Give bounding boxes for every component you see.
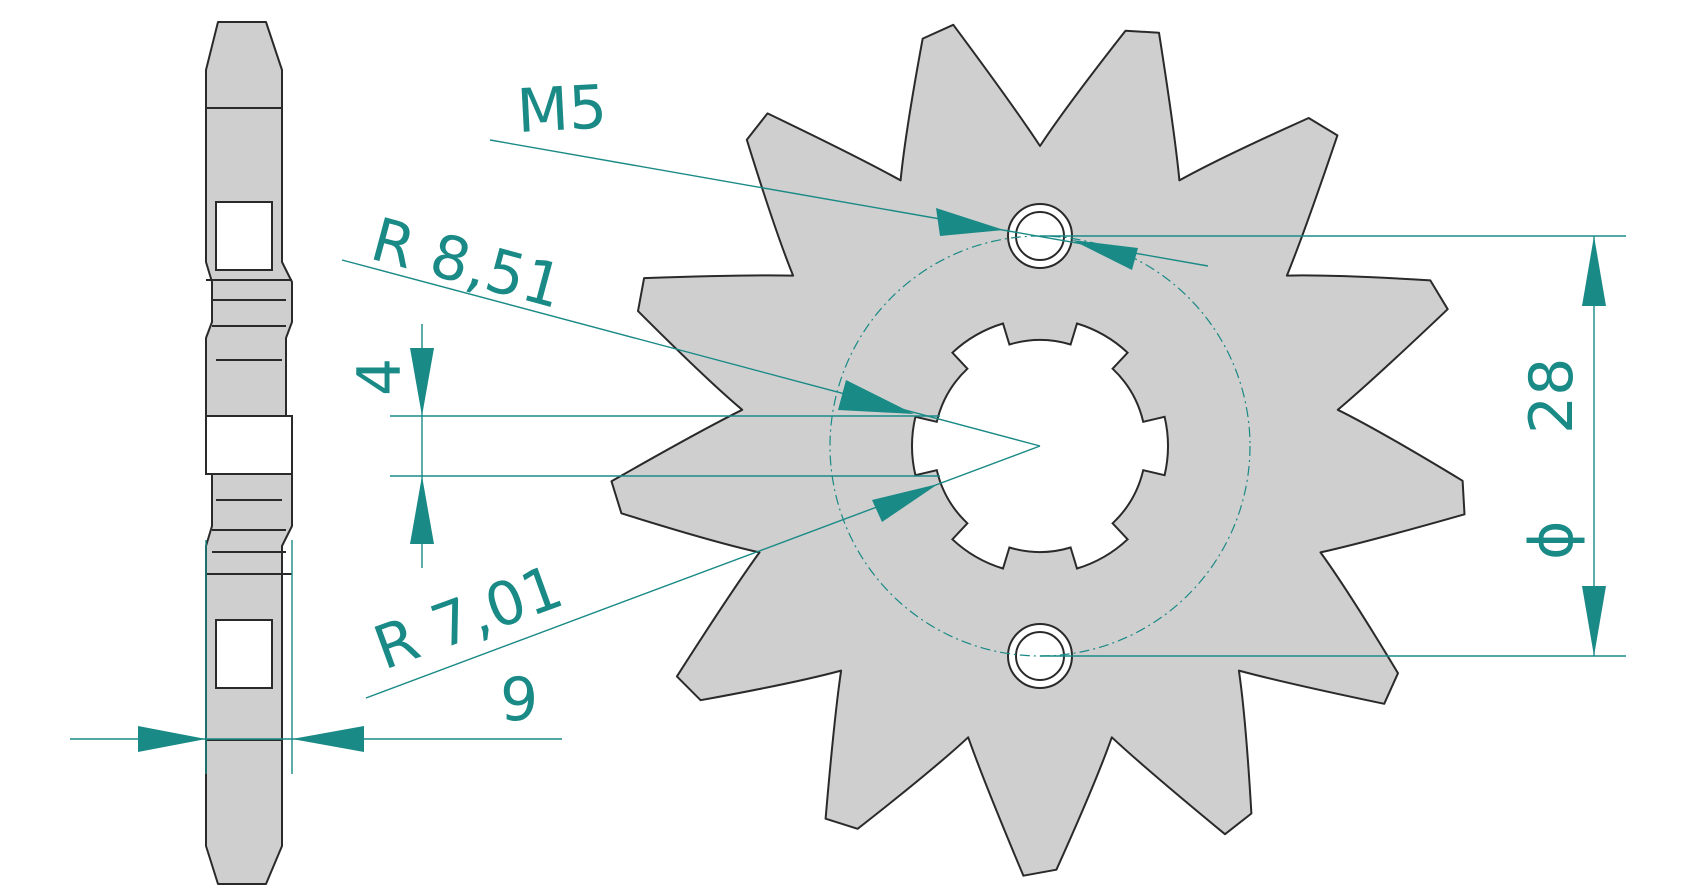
bolt-circle-symbol: ϕ (1517, 520, 1587, 560)
side-view-hub-center (205, 415, 293, 475)
inner-radius-label: R 7,01 (365, 552, 572, 684)
thickness-arrow-left (138, 726, 206, 752)
spline-width-arrow-top (410, 348, 434, 416)
thickness-label: 9 (500, 665, 538, 735)
side-view (205, 21, 293, 885)
bolt-circle-label: 28 (1517, 358, 1587, 434)
m5-arrow-right (1072, 240, 1138, 270)
side-view-bevel-upper (206, 279, 292, 327)
m5-callout: M5 (489, 72, 1209, 270)
outer-radius-arrow (838, 380, 914, 414)
outer-radius-leader (341, 259, 1041, 447)
inner-radius-arrow (872, 484, 938, 522)
spline-width-arrow-bottom (410, 476, 434, 544)
m5-arrow-left (936, 208, 1004, 236)
thickness-arrow-right (292, 726, 364, 752)
front-view (610, 23, 1466, 877)
outer-radius-label: R 8,51 (364, 205, 570, 323)
spline-width-dimension: 4 (345, 324, 940, 568)
thickness-dimension (70, 540, 562, 774)
m5-label: M5 (515, 72, 608, 147)
bolt-circle-dimension: ϕ 28 (1040, 235, 1626, 657)
side-view-bevel-lower (206, 529, 292, 575)
bolt-circle-arrow-bottom (1582, 586, 1606, 656)
spline-width-label: 4 (345, 358, 415, 396)
side-view-pocket-lower (215, 619, 273, 689)
side-view-pocket-upper (215, 201, 273, 271)
side-view-hub-lines (216, 359, 282, 501)
bolt-circle-arrow-top (1582, 236, 1606, 306)
